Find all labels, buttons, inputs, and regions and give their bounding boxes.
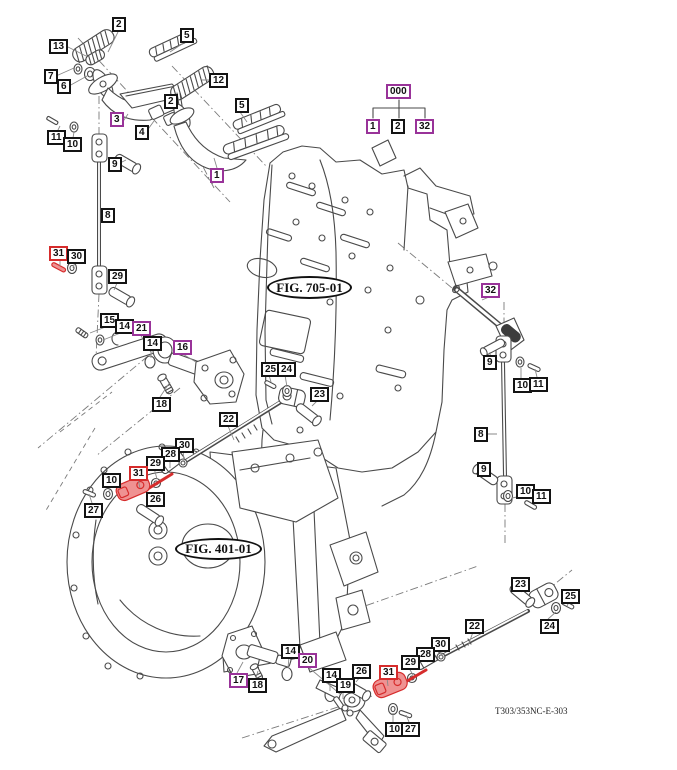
drawing-code: T303/353NC-E-303	[495, 706, 568, 716]
part-label-29[interactable]: 29	[108, 269, 128, 284]
part-label-2[interactable]: 2	[391, 119, 405, 134]
fig-ref-705-01[interactable]: FIG. 705-01	[267, 276, 352, 299]
part-label-22[interactable]: 22	[465, 619, 485, 634]
part-label-21[interactable]: 21	[132, 321, 152, 336]
part-label-9[interactable]: 9	[483, 355, 497, 370]
part-label-28[interactable]: 28	[161, 447, 181, 462]
part-label-31[interactable]: 31	[379, 665, 399, 680]
fig-ref-401-01[interactable]: FIG. 401-01	[175, 538, 262, 560]
part-label-26[interactable]: 26	[352, 664, 372, 679]
part-label-7[interactable]: 7	[44, 69, 58, 84]
tree-connectors	[372, 99, 426, 119]
part-label-23[interactable]: 23	[310, 387, 330, 402]
part-label-29[interactable]: 29	[401, 655, 421, 670]
part-label-27[interactable]: 27	[84, 503, 104, 518]
part-label-12[interactable]: 12	[209, 73, 229, 88]
rod-32	[452, 284, 525, 353]
part-label-2[interactable]: 2	[112, 17, 126, 32]
rod-22-upper	[82, 380, 322, 527]
part-label-2[interactable]: 2	[164, 94, 178, 109]
part-label-9[interactable]: 9	[477, 462, 491, 477]
part-label-5[interactable]: 5	[235, 98, 249, 113]
transmission-case	[66, 439, 379, 680]
part-label-17[interactable]: 17	[229, 673, 249, 688]
part-label-8[interactable]: 8	[474, 427, 488, 442]
part-label-16[interactable]: 16	[173, 340, 193, 355]
rod-8-left	[46, 115, 142, 308]
part-label-11[interactable]: 11	[532, 489, 551, 504]
part-label-10[interactable]: 10	[63, 137, 83, 152]
part-label-28[interactable]: 28	[416, 647, 436, 662]
part-label-14[interactable]: 14	[281, 644, 301, 659]
part-label-31[interactable]: 31	[49, 246, 69, 261]
part-label-000[interactable]: 000	[386, 84, 411, 99]
part-label-13[interactable]: 13	[49, 39, 69, 54]
part-label-5[interactable]: 5	[180, 28, 194, 43]
part-label-11[interactable]: 11	[529, 377, 548, 392]
part-label-14[interactable]: 14	[143, 336, 163, 351]
part-label-26[interactable]: 26	[146, 492, 166, 507]
part-label-32[interactable]: 32	[415, 119, 435, 134]
part-label-22[interactable]: 22	[219, 412, 239, 427]
part-label-24[interactable]: 24	[540, 619, 560, 634]
part-label-18[interactable]: 18	[152, 397, 172, 412]
bracket-17-lever-20	[221, 625, 387, 754]
part-label-27[interactable]: 27	[401, 722, 421, 737]
part-label-30[interactable]: 30	[431, 637, 451, 652]
part-label-1[interactable]: 1	[366, 119, 380, 134]
part-label-25[interactable]: 25	[561, 589, 581, 604]
part-label-8[interactable]: 8	[101, 208, 115, 223]
part-label-6[interactable]: 6	[57, 79, 71, 94]
part-label-23[interactable]: 23	[511, 577, 531, 592]
part-label-29[interactable]: 29	[146, 456, 166, 471]
part-label-10[interactable]: 10	[102, 473, 122, 488]
part-label-30[interactable]: 30	[67, 249, 87, 264]
part-label-32[interactable]: 32	[481, 283, 501, 298]
part-label-3[interactable]: 3	[110, 112, 124, 127]
part-label-9[interactable]: 9	[108, 157, 122, 172]
part-label-19[interactable]: 19	[336, 678, 356, 693]
part-label-31[interactable]: 31	[129, 466, 149, 481]
part-label-18[interactable]: 18	[248, 678, 268, 693]
part-label-1[interactable]: 1	[210, 168, 224, 183]
part-label-20[interactable]: 20	[298, 653, 318, 668]
part-label-4[interactable]: 4	[135, 125, 149, 140]
part-label-24[interactable]: 24	[277, 362, 297, 377]
